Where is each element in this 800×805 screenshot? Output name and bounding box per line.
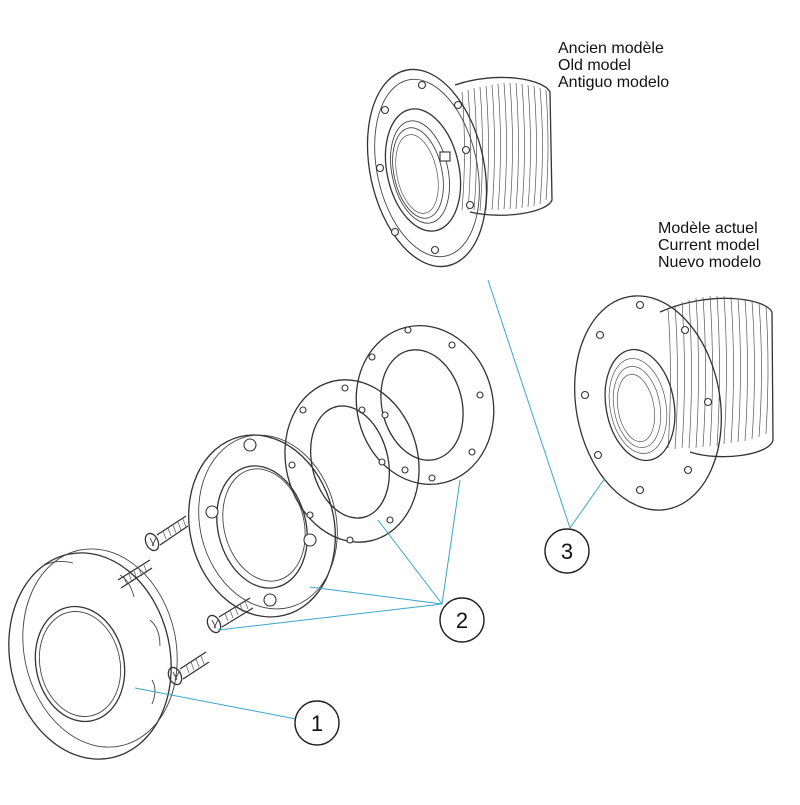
screw-middle — [206, 597, 254, 634]
flange-ring — [188, 434, 338, 618]
current-model-label-fr: Modèle actuel — [658, 220, 758, 237]
callout-3-number: 3 — [561, 539, 573, 564]
rear-gasket — [355, 325, 495, 485]
old-model-label: Ancien modèle Old model Antiguo modelo — [558, 40, 669, 91]
callout-3: 3 — [544, 528, 590, 574]
old-model-label-es: Antiguo modelo — [558, 74, 670, 91]
screw-lower — [167, 651, 210, 686]
callout-1: 1 — [294, 700, 340, 746]
callout-2: 2 — [439, 597, 485, 643]
current-model-body — [574, 295, 774, 511]
old-model-label-en: Old model — [558, 57, 631, 74]
callout-1-number: 1 — [311, 711, 323, 736]
faceplate-cover — [8, 548, 178, 760]
current-model-label-en: Current model — [658, 237, 760, 254]
old-model-body — [366, 68, 553, 268]
callout-2-number: 2 — [456, 608, 468, 633]
current-model-label: Modèle actuel Current model Nuevo modelo — [658, 220, 761, 271]
current-model-label-es: Nuevo modelo — [658, 254, 762, 271]
old-model-label-fr: Ancien modèle — [558, 40, 664, 57]
leader-lines — [134, 279, 606, 720]
screw-top — [144, 515, 189, 552]
front-gasket — [284, 379, 420, 544]
screw-upper — [117, 559, 153, 589]
